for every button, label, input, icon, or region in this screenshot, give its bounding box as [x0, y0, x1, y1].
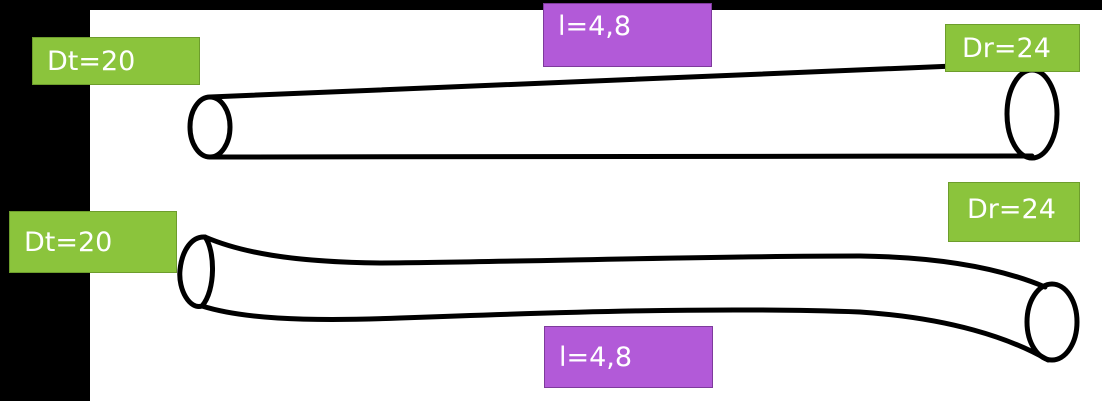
- curved-pipe: [177, 234, 1080, 363]
- dt-label-top: Dt=20: [32, 37, 200, 85]
- pipe-outlet-end: [1024, 281, 1080, 363]
- length-label-text: l=4,8: [558, 10, 632, 42]
- dt-label-bottom: Dt=20: [9, 211, 177, 273]
- dr-label-top: Dr=24: [945, 24, 1080, 72]
- dt-label-text: Dt=20: [47, 45, 136, 77]
- dr-label-text: Dr=24: [962, 32, 1051, 64]
- pipe-inlet-end: [177, 234, 215, 309]
- dt-label-text: Dt=20: [24, 226, 113, 258]
- length-label-text: l=4,8: [559, 341, 633, 373]
- pipe-top-wall: [202, 234, 1048, 290]
- length-label-top: l=4,8: [543, 3, 712, 67]
- straight-pipe: [187, 63, 1060, 161]
- dr-label-text: Dr=24: [967, 193, 1056, 225]
- pipe-bottom-wall: [207, 153, 1035, 160]
- pipe-bottom-wall: [199, 303, 1051, 363]
- dr-label-bottom: Dr=24: [948, 182, 1080, 242]
- pipe-inlet-end: [187, 94, 233, 160]
- pipe-top-wall: [207, 63, 957, 100]
- pipe-outlet-end: [1004, 67, 1060, 161]
- length-label-bottom: l=4,8: [544, 326, 713, 388]
